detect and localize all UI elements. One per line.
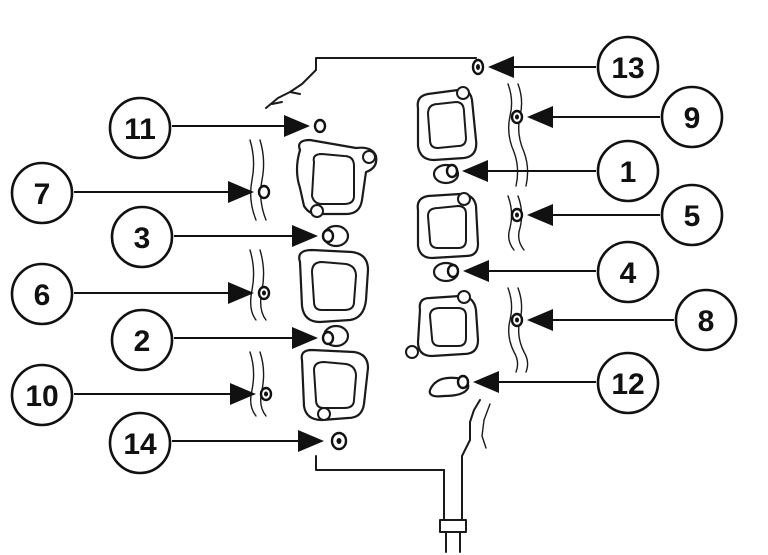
manifold-outline [265,57,491,553]
callout-4: 4 [463,240,660,304]
left-port-1 [295,138,378,218]
callout-12: 12 [473,351,660,415]
right-port-1 [416,86,478,162]
callout-11-label: 11 [124,113,156,146]
callout-6: 6 [10,262,254,326]
callout-7: 7 [10,161,254,225]
callout-3: 3 [110,205,318,269]
callout-8-label: 8 [698,305,715,338]
callout-10-label: 10 [25,380,58,413]
callout-8: 8 [527,288,738,352]
right-port-3 [405,290,480,359]
left-port-2 [298,248,370,324]
left-stud-lines [249,139,267,417]
callout-9: 9 [527,85,724,149]
callout-1-label: 1 [620,156,637,189]
callout-3-label: 3 [134,222,151,255]
callout-14: 14 [108,411,324,475]
callout-7-label: 7 [34,178,51,211]
callout-12-label: 12 [611,368,644,401]
callout-13: 13 [488,35,660,99]
right-port-2 [416,192,480,260]
callout-6-label: 6 [34,279,51,312]
callout-14-label: 14 [123,428,157,461]
callout-5-label: 5 [684,200,701,233]
callout-13-label: 13 [611,52,644,85]
callout-10: 10 [10,363,256,427]
callout-1: 1 [462,139,660,203]
bolts [257,58,524,451]
left-port-3 [300,348,370,422]
callout-2: 2 [110,308,318,372]
callout-9-label: 9 [684,102,701,135]
callout-5: 5 [527,183,724,247]
callout-11: 11 [108,96,310,160]
right-stud-lines [507,83,529,373]
callout-4-label: 4 [620,257,637,290]
callout-2-label: 2 [134,325,151,358]
